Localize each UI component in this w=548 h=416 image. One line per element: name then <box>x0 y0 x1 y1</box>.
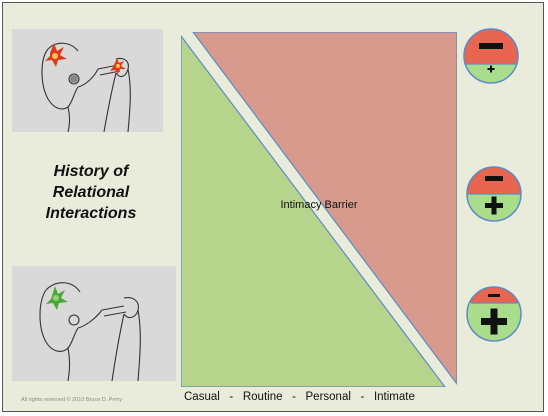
relational-history-region <box>181 35 446 387</box>
diagram-canvas <box>181 32 457 387</box>
diagram-title: History of Relational Interactions <box>45 163 137 222</box>
minus-plus-balance-icon <box>466 166 522 222</box>
minus-icon <box>488 294 500 297</box>
minus-plus-balance-icon <box>463 28 519 84</box>
negative-interaction-illustration <box>12 29 163 132</box>
minus-icon <box>485 176 503 181</box>
head-positive-stimulus-icon <box>39 282 141 381</box>
axis-label-intimate: Intimate <box>373 391 415 403</box>
intimacy-barrier-label: Intimacy Barrier <box>280 199 358 211</box>
minus-icon <box>479 43 503 49</box>
intimacy-barrier-region <box>192 32 457 385</box>
head-pain-stimulus-icon <box>41 42 131 132</box>
intimacy-axis: Casual - Routine - Personal - Intimate <box>184 391 464 403</box>
axis-label-casual: Casual <box>184 391 220 403</box>
axis-label-routine: Routine <box>242 391 283 403</box>
axis-separator: - <box>229 391 234 403</box>
axis-separator: - <box>292 391 296 403</box>
positive-interaction-illustration <box>12 266 176 381</box>
copyright-notice: All rights reserved © 2010 Bruce D. Perr… <box>21 397 122 403</box>
badge-large-minus-small-plus <box>462 27 520 85</box>
minus-plus-balance-icon <box>466 286 522 342</box>
axis-separator: - <box>360 391 365 403</box>
badge-small-minus-large-plus <box>465 285 523 343</box>
slide: History of Relational Interactions <box>2 2 544 412</box>
axis-label-personal: Personal <box>305 391 351 403</box>
badge-balanced-minus-plus <box>465 165 523 223</box>
intimacy-barrier-diagram <box>181 32 457 387</box>
